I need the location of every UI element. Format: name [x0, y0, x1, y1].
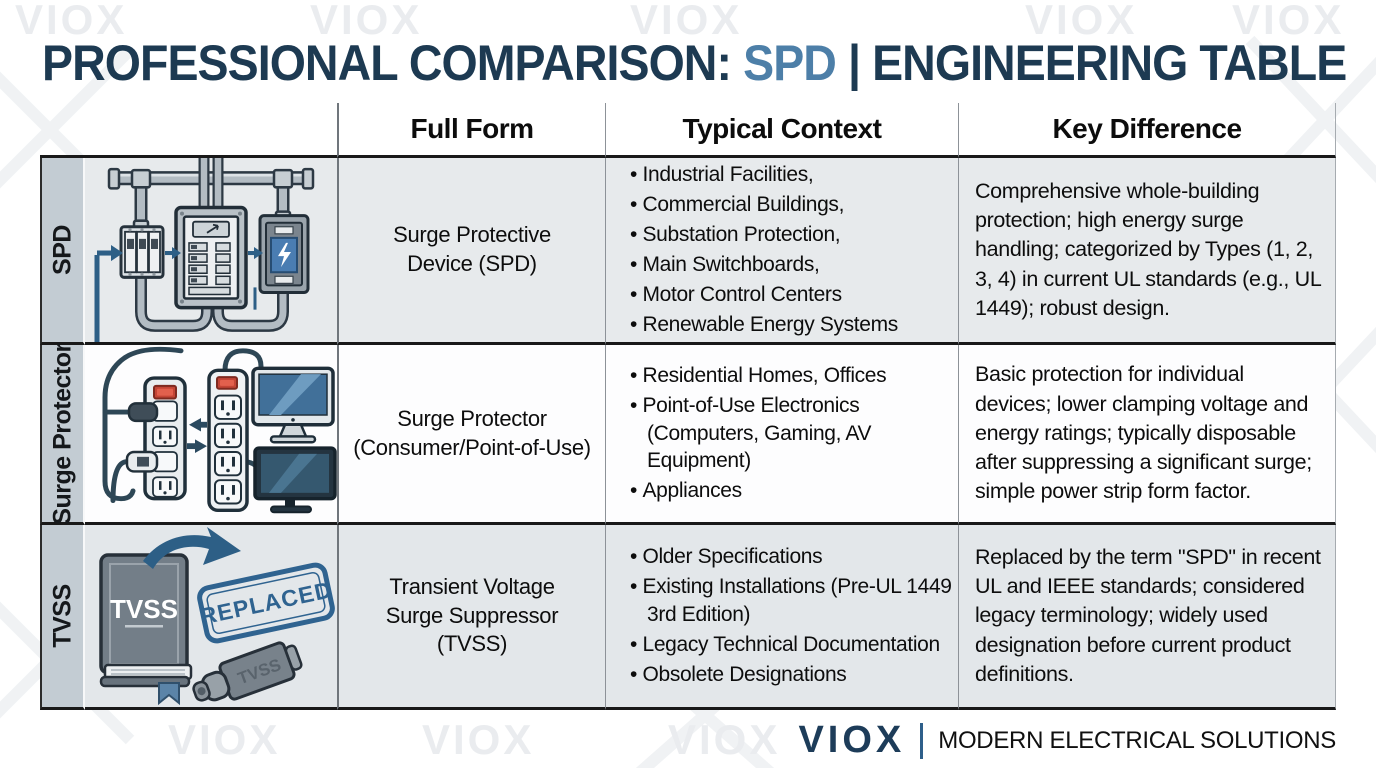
row-label-text: SPD: [48, 225, 76, 275]
tvss-device: TVSS: [192, 641, 303, 702]
replaced-stamp: REPLACED: [197, 562, 335, 644]
context-list: Older SpecificationsExisting Installatio…: [606, 541, 958, 691]
tvss-full-form-cell: Transient Voltage Surge Suppressor (TVSS…: [337, 525, 605, 710]
tvss-context-cell: Older SpecificationsExisting Installatio…: [605, 525, 958, 710]
header-full-form: Full Form: [337, 103, 605, 158]
surge-protector-key-difference-cell: Basic protection for individual devices;…: [958, 345, 1336, 525]
viox-logo: VIOX: [798, 719, 906, 761]
viox-watermark: VIOX: [1025, 0, 1138, 43]
table-header-spacer: [40, 103, 337, 158]
power-strips-with-monitors-icon: [102, 346, 337, 514]
row-label-text: TVSS: [48, 584, 76, 648]
surge-protector-full-form-cell: Surge Protector (Consumer/Point-of-Use): [337, 345, 605, 525]
context-bullet: Motor Control Centers: [630, 281, 898, 309]
context-bullet: Point-of-Use Electronics (Computers, Gam…: [630, 392, 952, 476]
replacement-arrow: [143, 527, 241, 569]
context-list: Industrial Facilities,Commercial Buildin…: [606, 159, 904, 341]
legacy-book-replaced-stamp-icon: TVSS REPLACED TVSS: [99, 527, 335, 706]
bookmark-ribbon: [158, 682, 180, 706]
full-form-text: Surge Protective Device (SPD): [393, 222, 551, 276]
context-bullet: Renewable Energy Systems: [630, 311, 899, 339]
header-key-difference: Key Difference: [958, 103, 1336, 158]
key-difference-text: Comprehensive whole-building protection;…: [975, 178, 1321, 320]
key-difference-text: Basic protection for individual devices;…: [975, 362, 1312, 504]
title-prefix: PROFESSIONAL COMPARISON:: [42, 35, 732, 91]
context-list: Residential Homes, OfficesPoint-of-Use E…: [606, 360, 958, 508]
viox-watermark: VIOX: [15, 0, 128, 43]
context-bullet: Commercial Buildings,: [630, 191, 898, 219]
full-form-text: Transient Voltage Surge Suppressor (TVSS…: [385, 574, 559, 657]
spd-illustration-cell: [85, 158, 337, 345]
context-bullet: Industrial Facilities,: [630, 161, 898, 189]
spd-full-form-cell: Surge Protective Device (SPD): [337, 158, 605, 345]
viox-watermark: VIOX: [422, 716, 535, 763]
context-bullet: Substation Protection,: [630, 221, 898, 249]
title-highlight: SPD: [743, 35, 837, 91]
row-label-spd: SPD: [40, 158, 85, 345]
context-bullet: Obsolete Designations: [630, 661, 952, 689]
row-label-text: Surge Protector: [48, 342, 76, 525]
context-bullet: Residential Homes, Offices: [630, 362, 952, 390]
header-typical-context: Typical Context: [605, 103, 958, 158]
viox-watermark: VIOX: [310, 0, 423, 43]
row-label-surge-protector: Surge Protector: [40, 342, 85, 525]
viox-watermark: VIOX: [668, 716, 781, 763]
surge-protector-illustration-cell: [85, 345, 337, 525]
context-bullet: Existing Installations (Pre-UL 1449 3rd …: [630, 573, 952, 629]
title-suffix: | ENGINEERING TABLE: [848, 35, 1347, 91]
viox-watermark: VIOX: [630, 0, 743, 43]
full-form-text: Surge Protector (Consumer/Point-of-Use): [353, 405, 591, 460]
surge-protector-context-cell: Residential Homes, OfficesPoint-of-Use E…: [605, 345, 958, 525]
spd-context-cell: Industrial Facilities,Commercial Buildin…: [605, 158, 958, 345]
spd-key-difference-cell: Comprehensive whole-building protection;…: [958, 158, 1336, 345]
footer-tagline: MODERN ELECTRICAL SOLUTIONS: [938, 726, 1336, 754]
context-bullet: Appliances: [630, 477, 952, 505]
context-bullet: Older Specifications: [630, 543, 952, 571]
footer: VIOX MODERN ELECTRICAL SOLUTIONS: [798, 719, 1336, 762]
footer-divider: [920, 722, 924, 759]
viox-watermark: VIOX: [168, 716, 281, 763]
context-bullet: Main Switchboards,: [630, 251, 898, 279]
row-label-tvss: TVSS: [40, 525, 85, 710]
tvss-key-difference-cell: Replaced by the term "SPD" in recent UL …: [958, 525, 1336, 710]
context-bullet: Legacy Technical Documentation: [630, 631, 952, 659]
viox-watermark: VIOX: [1232, 0, 1345, 43]
comparison-table: Full Form Typical Context Key Difference…: [40, 103, 1336, 710]
page-title: PROFESSIONAL COMPARISON:SPD| ENGINEERING…: [42, 34, 1347, 92]
book-title-text: TVSS: [110, 594, 178, 624]
key-difference-text: Replaced by the term "SPD" in recent UL …: [975, 544, 1321, 686]
electrical-panel-installation-diagram-icon: [94, 158, 315, 342]
tvss-illustration-cell: TVSS REPLACED TVSS: [85, 525, 337, 710]
